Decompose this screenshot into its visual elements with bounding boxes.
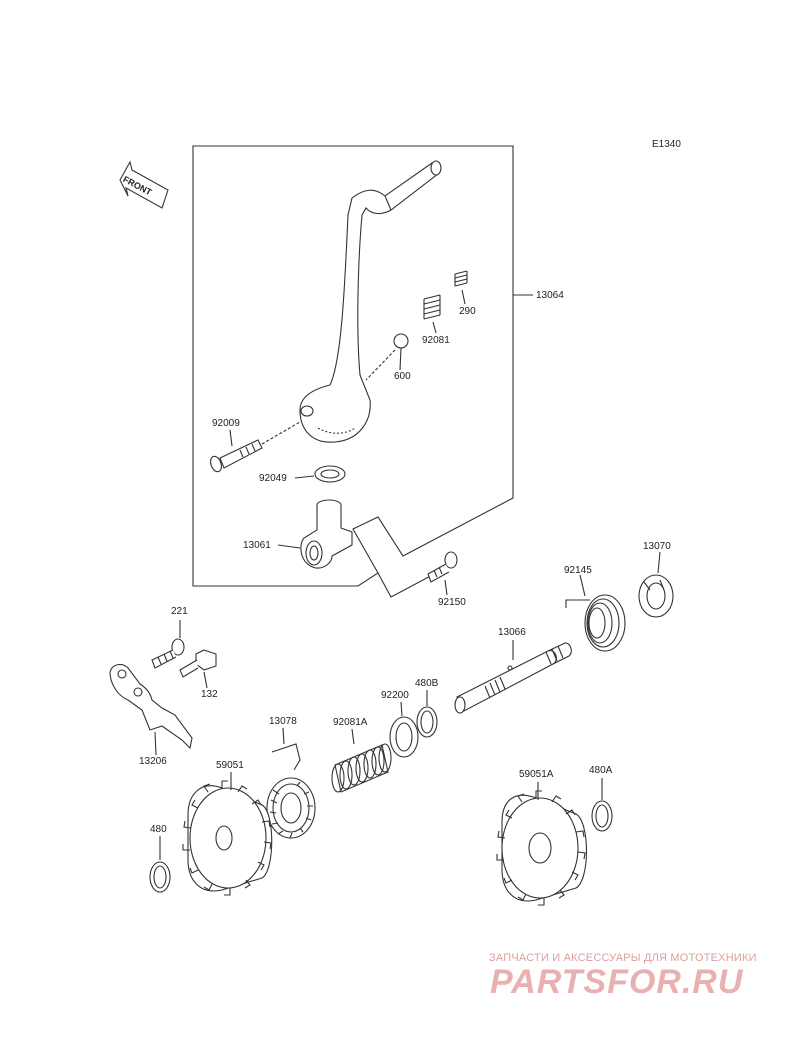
holder-13061 [300,499,353,569]
part-label-480[interactable]: 480 [150,824,167,835]
part-label-13064[interactable]: 13064 [536,290,564,301]
bolt-92150 [427,551,458,583]
bolt-132 [179,649,217,678]
watermark-tagline: ЗАПЧАСТИ И АКСЕССУАРЫ ДЛЯ МОТОТЕХНИКИ [489,952,757,964]
front-arrow-icon [119,160,169,209]
spring-290 [454,270,468,287]
part-label-290[interactable]: 290 [459,306,476,317]
bolt-92009 [210,439,263,473]
guide-plate-13206 [109,663,193,750]
part-label-480B[interactable]: 480B [415,678,439,689]
ball-600 [393,333,409,349]
part-label-13066[interactable]: 13066 [498,627,526,638]
part-label-59051A[interactable]: 59051A [519,769,554,780]
part-label-221[interactable]: 221 [171,606,188,617]
diagram-code: E1340 [652,139,681,150]
part-label-92009[interactable]: 92009 [212,418,240,429]
part-label-92150[interactable]: 92150 [438,597,466,608]
part-label-13070[interactable]: 13070 [643,541,671,552]
circlip-480 [149,861,171,893]
assembly-outline-13064 [192,145,514,587]
kick-lever [299,160,442,443]
part-label-13078[interactable]: 13078 [269,716,297,727]
part-label-59051[interactable]: 59051 [216,760,244,771]
collar-13070 [638,574,674,618]
spring-92081 [423,294,441,320]
part-label-13206[interactable]: 13206 [139,756,167,767]
part-label-92049[interactable]: 92049 [259,473,287,484]
spring-92081A [331,743,392,793]
watermark-brand-logo: PARTSFOR.RU [490,963,744,1001]
part-label-92081A[interactable]: 92081A [333,717,368,728]
torsion-spring-92145 [565,594,626,652]
part-label-600[interactable]: 600 [394,371,411,382]
washer-92200 [389,716,419,758]
part-label-132[interactable]: 132 [201,689,218,700]
bolt-221 [151,638,185,669]
kick-shaft-13066 [454,642,572,714]
ratchet-13078 [266,743,316,839]
gear-59051 [182,780,273,896]
part-label-92145[interactable]: 92145 [564,565,592,576]
part-label-92200[interactable]: 92200 [381,690,409,701]
part-label-480A[interactable]: 480A [589,765,613,776]
part-label-92081[interactable]: 92081 [422,335,450,346]
circlip-480A [591,800,613,832]
washer-92049 [314,465,346,483]
circlip-480B [416,706,438,738]
part-label-13061[interactable]: 13061 [243,540,271,551]
gear-59051A [496,790,588,906]
